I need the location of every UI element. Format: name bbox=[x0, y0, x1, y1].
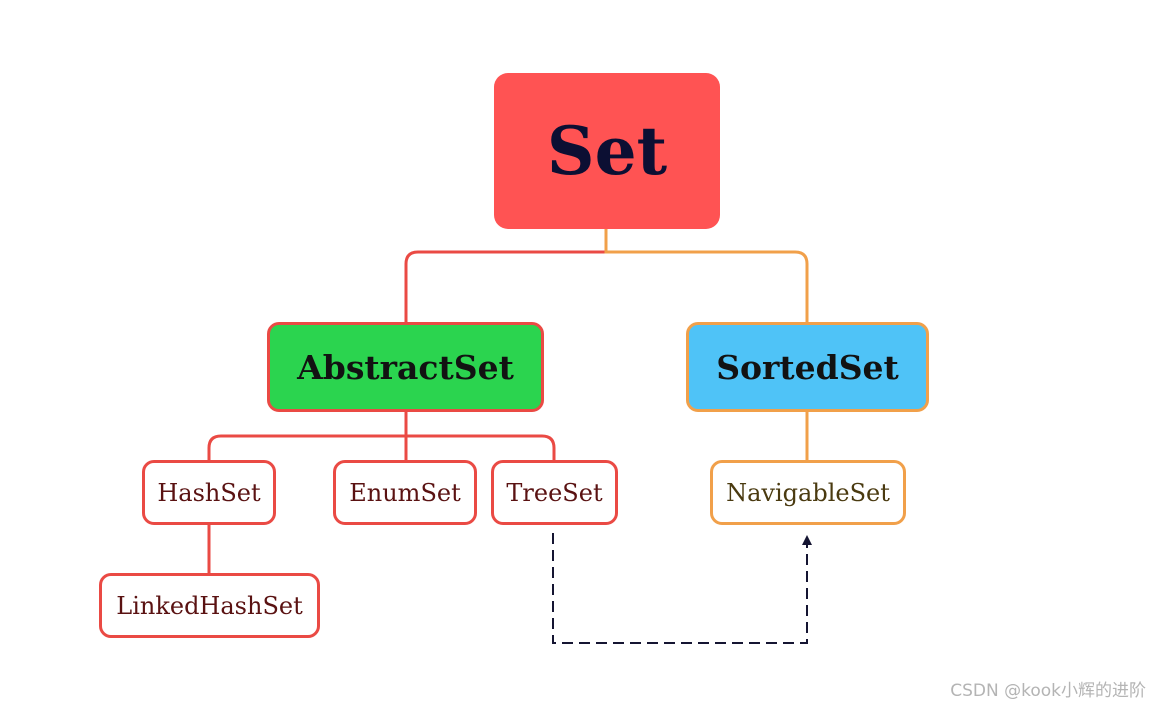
node-treeset-label: TreeSet bbox=[506, 478, 603, 507]
node-enumset-label: EnumSet bbox=[349, 478, 461, 507]
node-abstractset: AbstractSet bbox=[267, 322, 544, 412]
node-hashset-label: HashSet bbox=[157, 478, 261, 507]
node-linkedhashset: LinkedHashSet bbox=[99, 573, 320, 638]
node-set: Set bbox=[494, 73, 720, 229]
edge-treeset-navigableset-dashed bbox=[552, 533, 812, 644]
node-sortedset: SortedSet bbox=[686, 322, 929, 412]
node-hashset: HashSet bbox=[142, 460, 276, 525]
node-set-label: Set bbox=[546, 112, 668, 190]
node-sortedset-label: SortedSet bbox=[716, 347, 899, 387]
node-navigableset-label: NavigableSet bbox=[726, 478, 890, 507]
edge-abstractset-treeset bbox=[406, 434, 556, 460]
edge-set-abstractset bbox=[404, 229, 608, 322]
watermark-text: CSDN @kook小辉的进阶 bbox=[950, 681, 1146, 701]
node-enumset: EnumSet bbox=[333, 460, 477, 525]
node-navigableset: NavigableSet bbox=[710, 460, 906, 525]
node-treeset: TreeSet bbox=[491, 460, 618, 525]
node-abstractset-label: AbstractSet bbox=[297, 347, 514, 387]
edge-set-sortedset bbox=[604, 229, 809, 322]
node-linkedhashset-label: LinkedHashSet bbox=[116, 591, 303, 620]
edge-abstractset-hashset bbox=[207, 412, 408, 460]
